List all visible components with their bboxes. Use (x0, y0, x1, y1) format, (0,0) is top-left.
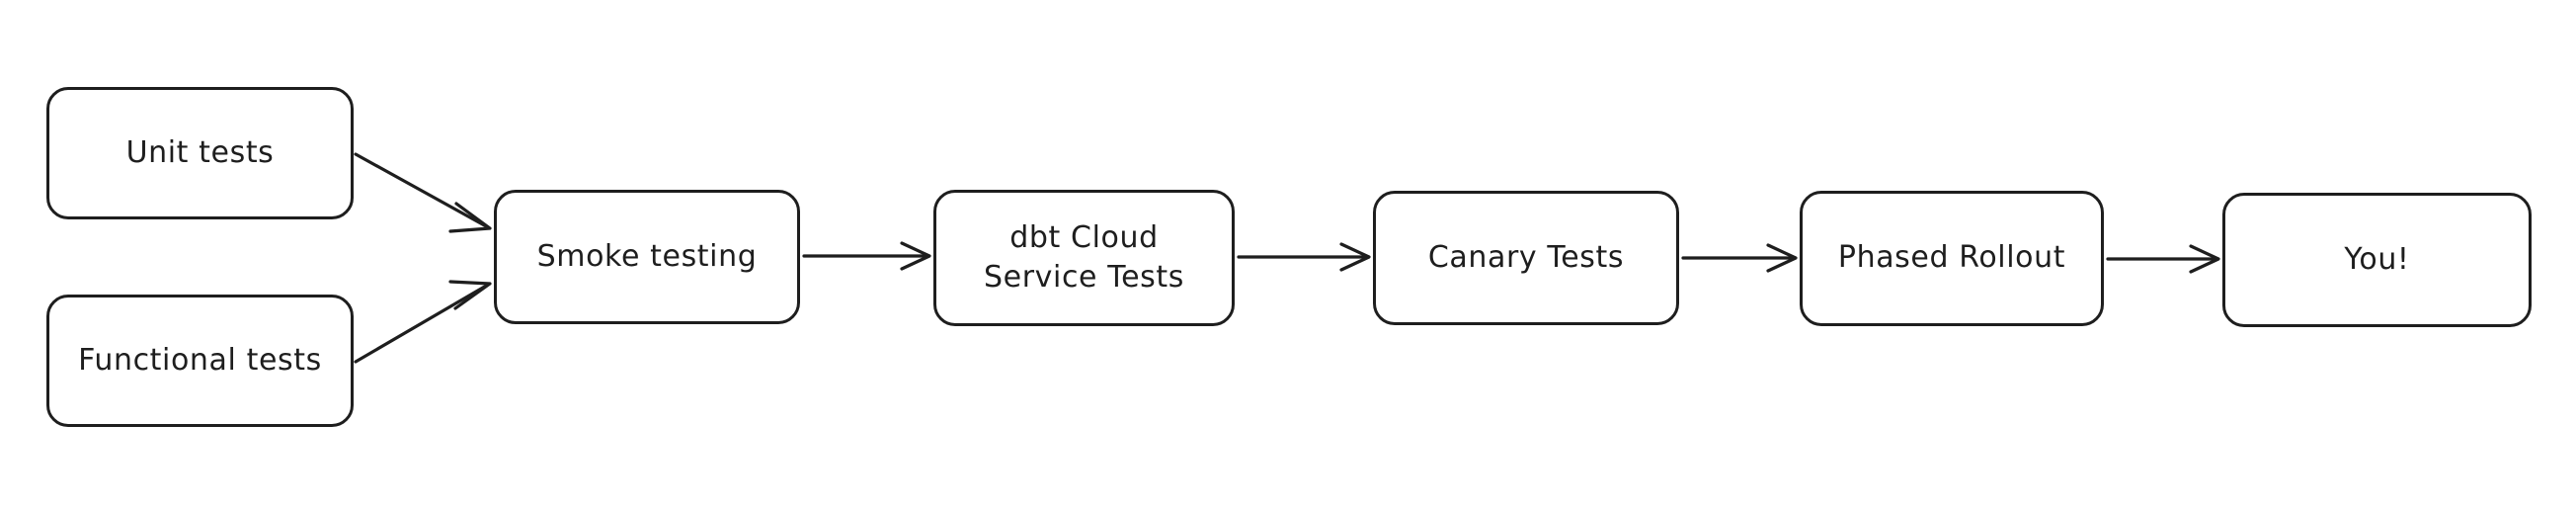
node-functional-tests[interactable]: Functional tests (46, 295, 354, 427)
node-canary-tests-label: Canary Tests (1427, 239, 1625, 275)
node-dbt-cloud-service-tests-label: dbt Cloud Service Tests (984, 219, 1184, 295)
node-you[interactable]: You! (2222, 193, 2532, 327)
edge-canary-to-phased (1681, 243, 1798, 273)
node-you-label: You! (2344, 241, 2410, 277)
edge-smoke-to-dbt (802, 241, 931, 271)
node-unit-tests[interactable]: Unit tests (46, 87, 354, 219)
node-smoke-testing[interactable]: Smoke testing (494, 190, 800, 324)
edge-phased-to-you (2106, 244, 2220, 274)
node-smoke-testing-label: Smoke testing (536, 238, 758, 274)
node-canary-tests[interactable]: Canary Tests (1373, 191, 1679, 325)
node-dbt-cloud-service-tests[interactable]: dbt Cloud Service Tests (933, 190, 1235, 326)
edge-dbt-to-canary (1237, 242, 1371, 272)
node-unit-tests-label: Unit tests (125, 134, 275, 170)
node-phased-rollout-label: Phased Rollout (1837, 240, 2066, 276)
edge-functional-to-smoke (354, 280, 492, 364)
node-phased-rollout[interactable]: Phased Rollout (1800, 191, 2104, 326)
node-functional-tests-label: Functional tests (78, 342, 322, 378)
edge-unit-to-smoke (354, 152, 492, 233)
